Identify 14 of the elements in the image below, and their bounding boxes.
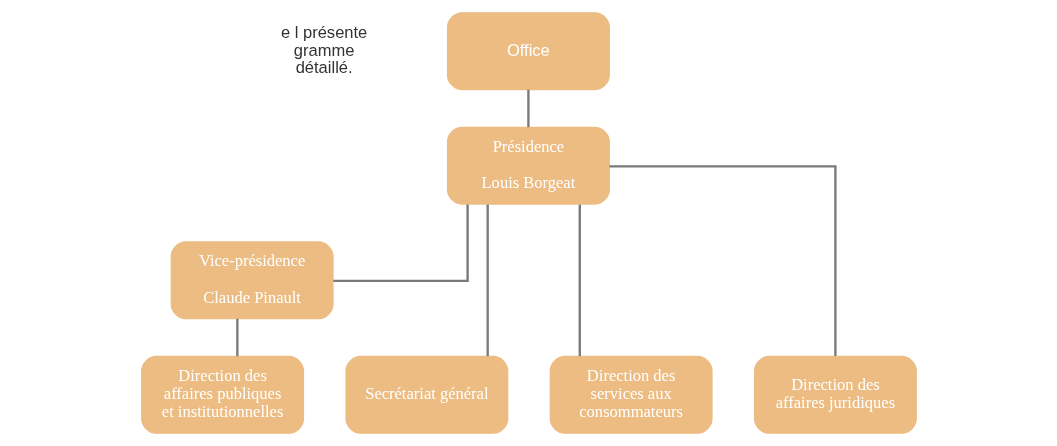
- node-box: Direction des affaires juridiques: [753, 355, 917, 434]
- label: e l présente gramme détaillé.: [280, 22, 367, 78]
- node-box: Vice-présidence Claude Pinault: [170, 241, 334, 320]
- connector: [332, 204, 469, 283]
- node-box: Direction des affaires publiques et institutionnelles: [140, 355, 304, 434]
- node-box: Présidence Louis Borgeat: [446, 126, 610, 205]
- node-box: Direction des services aux consommateurs: [549, 355, 713, 434]
- connector: [578, 204, 581, 357]
- node-box: Office: [446, 12, 610, 91]
- connector: [608, 165, 837, 357]
- connector: [235, 318, 239, 357]
- connector: [526, 89, 530, 128]
- connector: [486, 204, 489, 357]
- node-box: Secrétariat général: [344, 355, 508, 434]
